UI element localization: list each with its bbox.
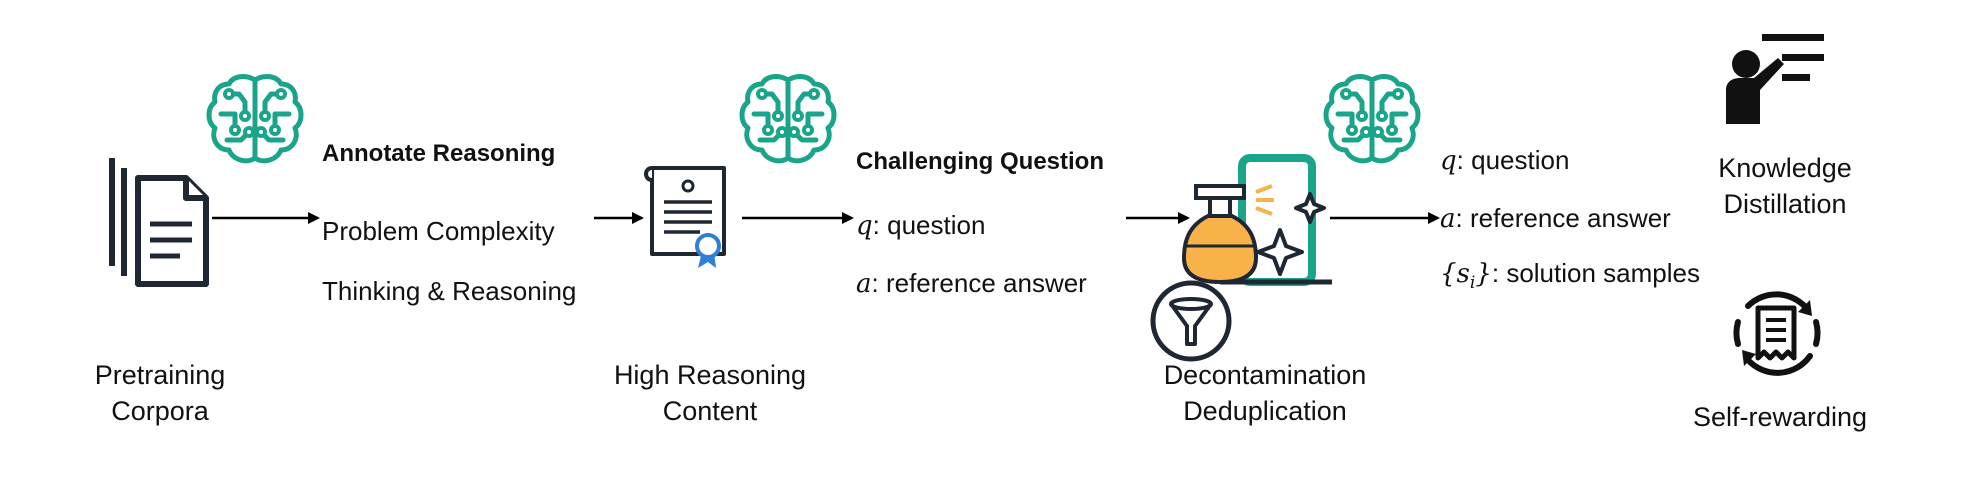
s-close: } [1475,259,1492,289]
teacher-icon [1726,34,1824,124]
annotate-item-2: Thinking & Reasoning [322,276,577,306]
decontam-label: Decontamination Deduplication [1150,357,1380,429]
decontam-line2: Deduplication [1183,396,1347,426]
kd-line2: Distillation [1723,189,1847,219]
a-symbol: a [1440,204,1456,234]
high-reasoning-line2: Content [662,396,758,426]
pretraining-label: Pretraining Corpora [80,357,240,429]
q-symbol: q [1440,146,1457,176]
kd-label: Knowledge Distillation [1690,150,1880,222]
brain-icon [1322,70,1422,170]
certificate-icon [644,166,726,268]
documents-icon [109,158,209,287]
self-rewarding-label: Self-rewarding [1692,402,1868,432]
cycle-icon [1733,291,1821,376]
s-text: : solution samples [1491,258,1700,288]
funnel-icon [1150,280,1232,362]
spray-bottle-icon [1181,154,1332,286]
high-reasoning-label: High Reasoning Content [600,357,820,429]
output-a-line: a: reference answer [1440,203,1671,234]
output-s-line: {si}: solution samples [1440,258,1700,293]
pretraining-line1: Pretraining [94,360,226,390]
challenging-a-line: a: reference answer [856,268,1087,299]
annotate-item-1: Problem Complexity [322,216,555,246]
kd-line1: Knowledge [1718,153,1852,183]
decontam-line1: Decontamination [1163,360,1367,390]
brain-icon [205,70,305,170]
q-symbol: q [856,211,873,241]
high-reasoning-line1: High Reasoning [613,360,807,390]
output-q-line: q: question [1440,145,1569,176]
brain-icon [738,70,838,170]
pretraining-line2: Corpora [111,396,209,426]
a-text: : reference answer [1455,203,1671,233]
challenging-q-line: q: question [856,210,985,241]
s-symbol: {s [1440,259,1470,289]
challenging-heading: Challenging Question [856,148,1105,175]
a-symbol: a [856,269,872,299]
a-text: : reference answer [871,268,1087,298]
s-subscript: i [1469,273,1476,294]
annotate-heading: Annotate Reasoning [322,140,556,167]
q-text: : question [872,210,986,240]
q-text: : question [1456,145,1570,175]
